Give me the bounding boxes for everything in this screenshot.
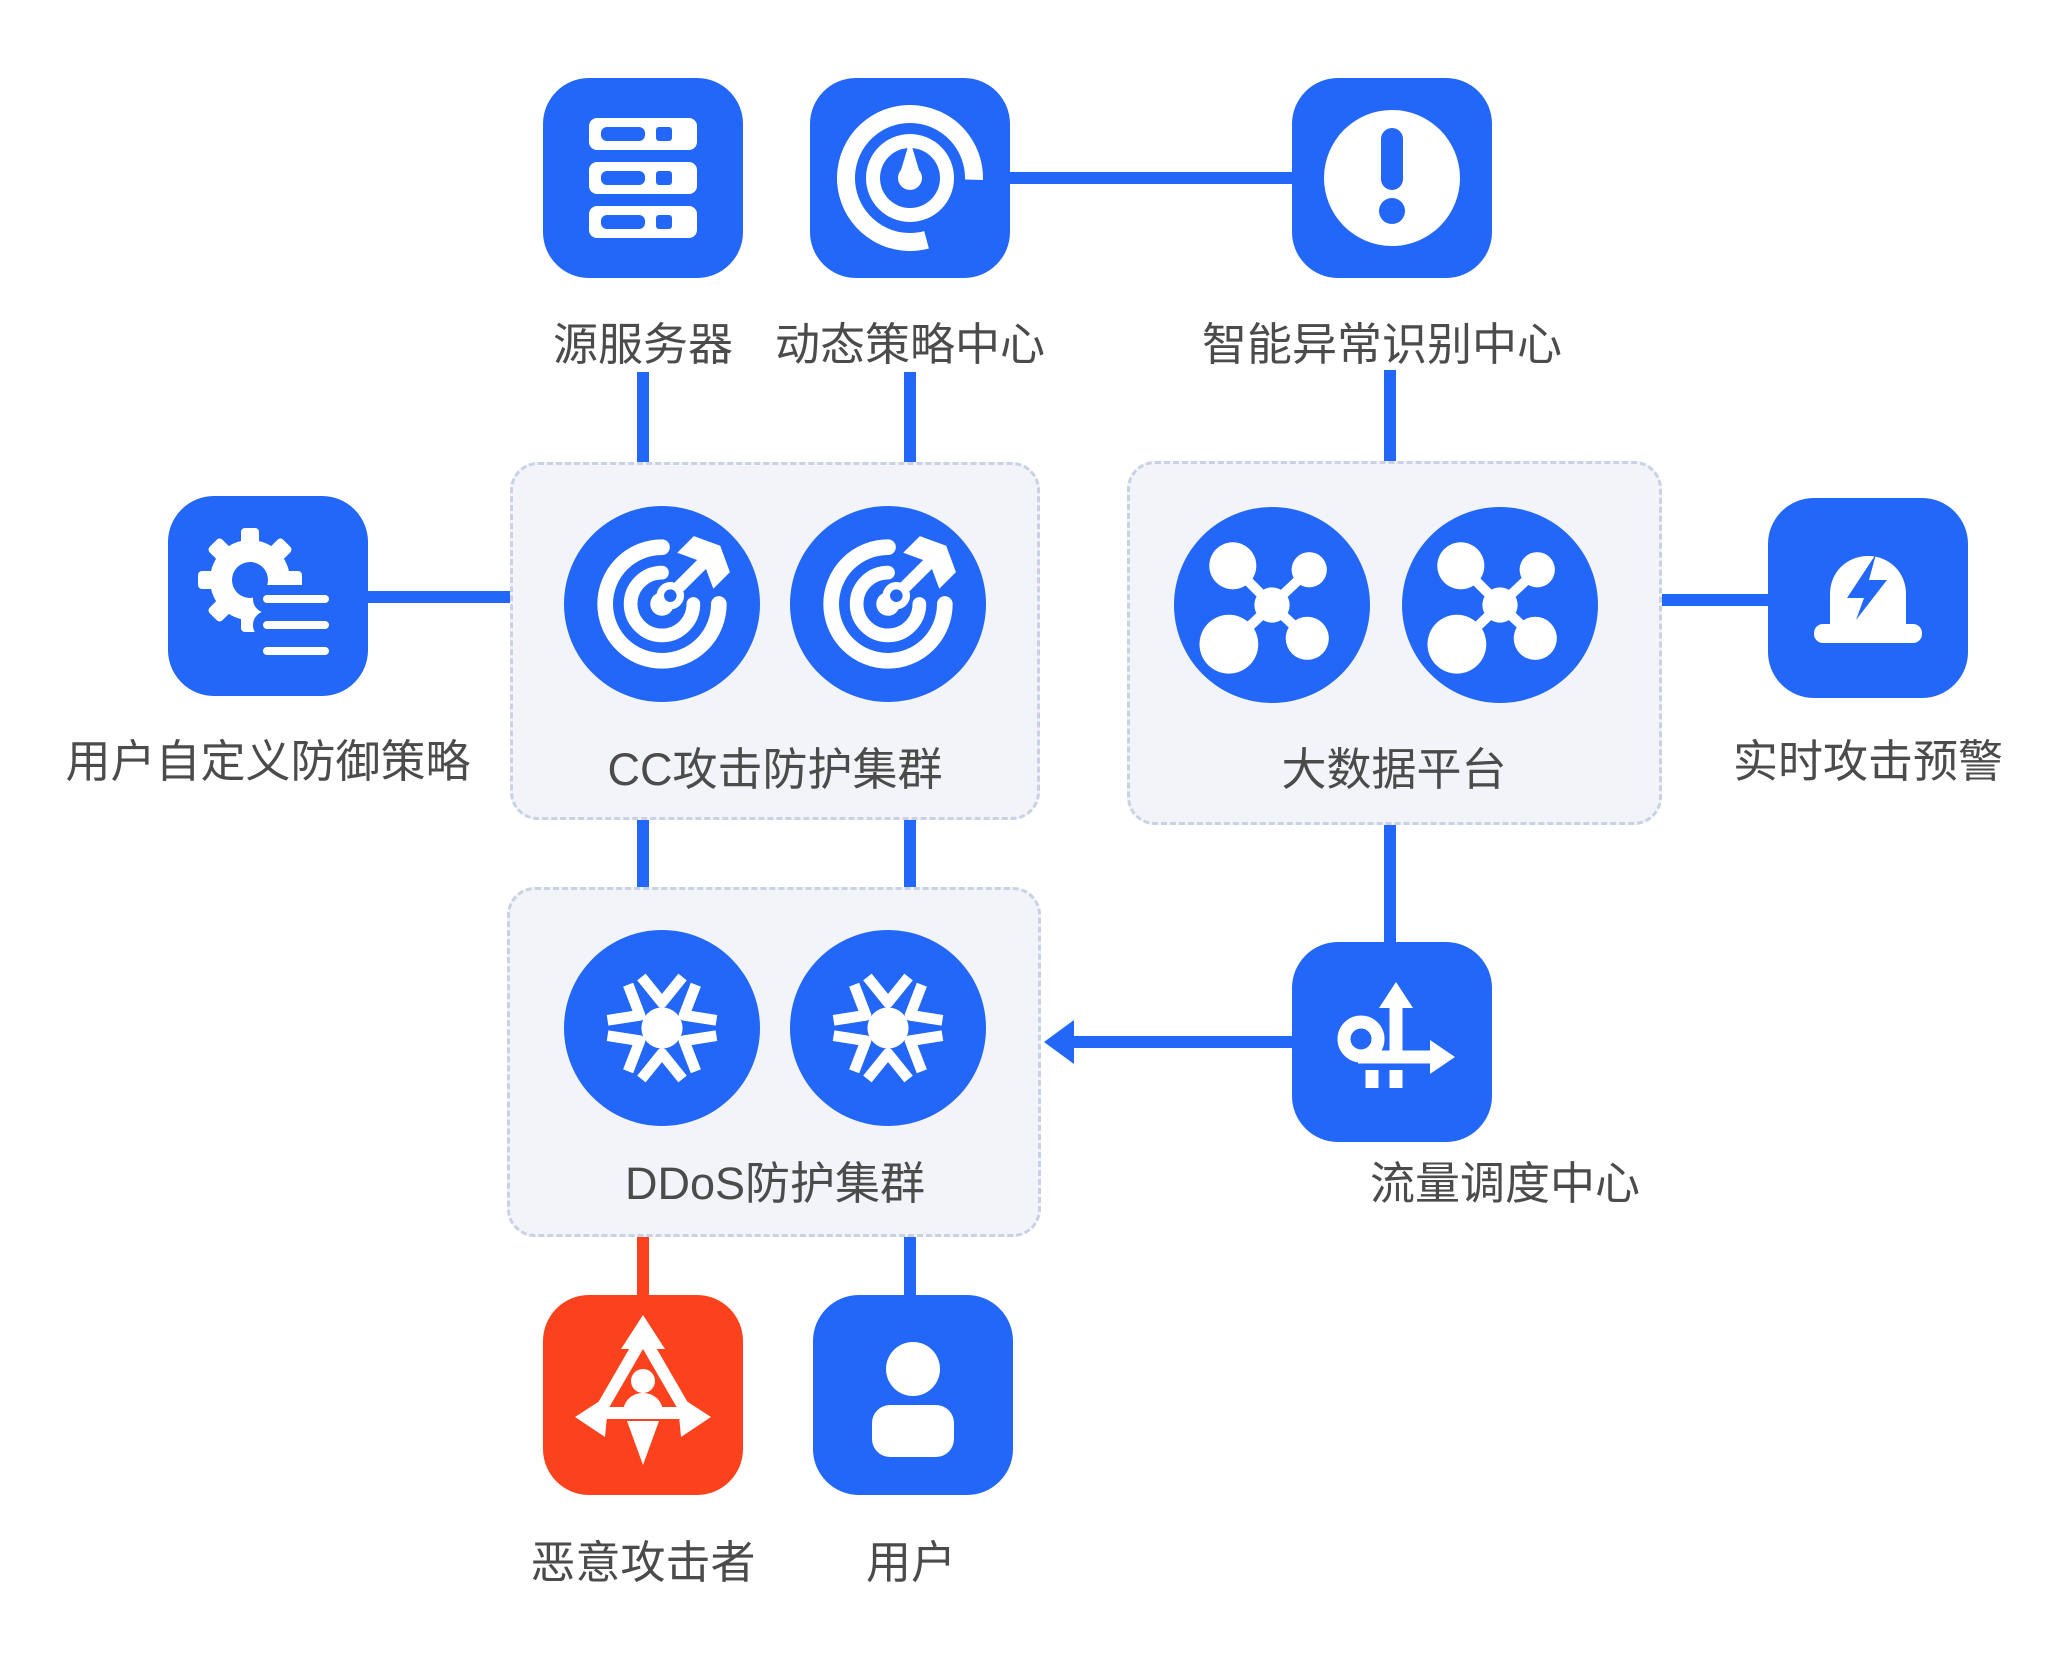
edge-anomaly-to-bigdata [1384,370,1396,461]
malicious-attacker-label: 恶意攻击者 [530,1537,756,1588]
target-dart-icon [597,536,730,669]
route-arrows-icon [1337,982,1455,1088]
alert-icon [1324,110,1460,246]
realtime-alert-label: 实时攻击预警 [1732,736,2004,787]
gauge-icon [837,105,983,251]
ddos-cluster-label: DDoS防护集群 [624,1158,926,1209]
custom-defense-policy-node [168,496,368,696]
gear-list-icon [198,528,339,665]
person-icon [872,1342,954,1457]
bigdata-node-2 [1402,507,1598,703]
server-icon [589,118,697,238]
realtime-alert-node [1768,498,1968,698]
arrowhead-left-icon [1044,1020,1074,1064]
anomaly-detection-node [1292,78,1492,278]
edge-scheduler-to-ddos [1072,1036,1292,1048]
burst-icon [790,930,986,1126]
edge-policy-to-cc [904,372,916,462]
user-label: 用户 [865,1537,957,1588]
edge-bigdata-to-scheduler [1384,825,1396,942]
edge-server-to-cc [637,372,649,462]
ddos-node-1 [564,930,760,1126]
edge-custompolicy-to-cc [367,591,510,603]
custom-defense-label: 用户自定义防御策略 [65,736,471,787]
edge-cc-to-ddos-1 [637,820,649,887]
malicious-attacker-node [543,1295,743,1495]
edge-cc-to-ddos-2 [904,820,916,887]
traffic-scheduler-node [1292,942,1492,1142]
traffic-scheduler-label: 流量调度中心 [1369,1158,1641,1209]
cc-cluster-label: CC攻击防护集群 [607,744,943,795]
user-node [813,1295,1013,1495]
attacker-recycle-icon [575,1315,711,1465]
molecule-icon [1427,542,1557,674]
edge-attacker-to-ddos [637,1237,649,1295]
bigdata-node-1 [1174,507,1370,703]
molecule-icon [1199,542,1329,674]
target-dart-icon [823,536,956,669]
cc-node-1 [564,506,760,702]
burst-icon [564,930,760,1126]
cc-node-2 [790,506,986,702]
siren-icon [1814,554,1922,643]
dynamic-policy-label: 动态策略中心 [774,319,1046,370]
anomaly-detection-label: 智能异常识别中心 [1201,319,1563,370]
edge-policy-to-anomaly [1010,172,1292,184]
edge-bigdata-to-alert [1662,594,1768,606]
dynamic-policy-node [810,78,1010,278]
bigdata-label: 大数据平台 [1281,744,1507,795]
origin-server-node [543,78,743,278]
ddos-node-2 [790,930,986,1126]
origin-server-label: 源服务器 [552,319,734,370]
edge-user-to-ddos [904,1237,916,1295]
